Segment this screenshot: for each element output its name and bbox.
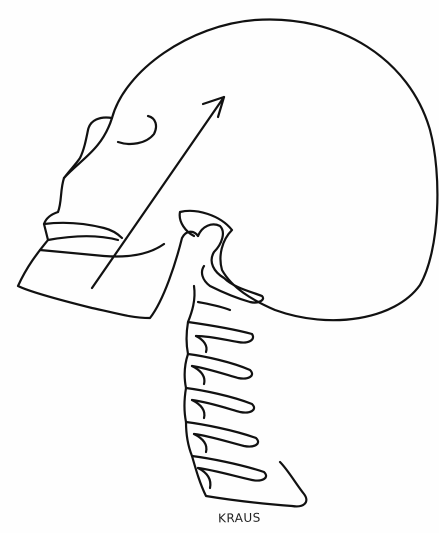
atlas: [198, 224, 263, 302]
skull-outline: [64, 19, 437, 320]
jaw-inner-line: [40, 244, 164, 257]
artist-signature: KRAUS: [218, 511, 261, 526]
mandible: [18, 232, 198, 318]
cervical-spine: [185, 286, 307, 506]
upper-jaw: [44, 212, 118, 240]
eye-socket: [118, 116, 156, 144]
arrow-icon: [92, 97, 224, 288]
face-profile: [58, 118, 112, 213]
